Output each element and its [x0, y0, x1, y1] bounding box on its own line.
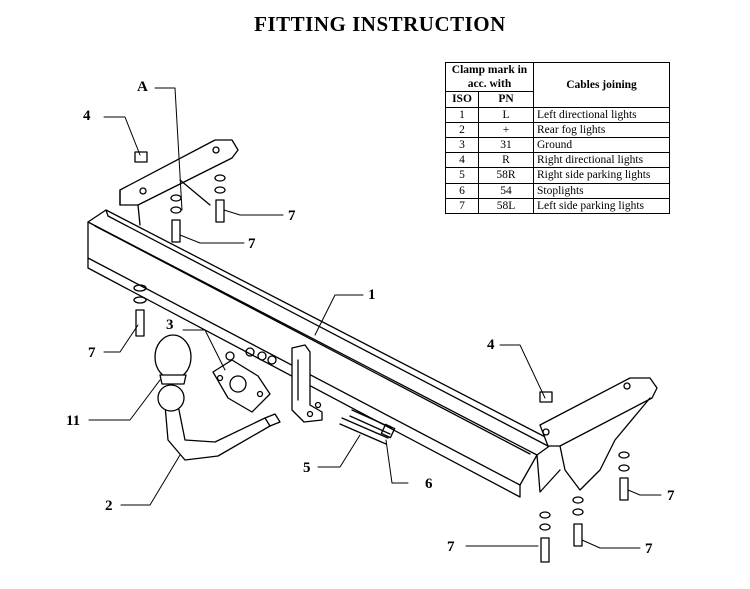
callout-7: 7: [447, 539, 455, 555]
ball-cover: [154, 334, 192, 385]
socket-nuts: [225, 347, 277, 365]
callout-6: 6: [425, 476, 433, 492]
callout-4-left: 4: [83, 108, 91, 124]
right-mounting-bracket: [536, 377, 658, 493]
callout-7: 7: [288, 208, 296, 224]
left-bolt-stacks: [133, 151, 226, 337]
callout-3: 3: [166, 317, 174, 333]
clamp-mark-header: Clamp mark in acc. with: [445, 61, 534, 93]
callout-5: 5: [303, 460, 311, 476]
socket-plate: [212, 359, 271, 413]
pn-cell: 58R: [478, 167, 534, 184]
callout-7: 7: [645, 541, 653, 557]
left-mounting-bracket: [119, 139, 239, 226]
pn-cell: 58L: [478, 197, 534, 215]
cables-joining-table: Clamp mark in acc. with Cables joining I…: [445, 61, 670, 215]
callout-11: 11: [66, 413, 80, 429]
cable-cell: Stoplights: [533, 182, 670, 199]
table-row: 7 58L Left side parking lights: [445, 197, 670, 215]
cable-cell: Ground: [533, 137, 670, 154]
table-row: 5 58R Right side parking lights: [445, 167, 670, 184]
right-bolt-stacks: [539, 391, 630, 563]
cable-cell: Left directional lights: [533, 106, 670, 123]
callout-7: 7: [248, 236, 256, 252]
table-row: 6 54 Stoplights: [445, 182, 670, 199]
callout-4-right: 4: [487, 337, 495, 353]
cable-cell: Right side parking lights: [533, 167, 670, 184]
cable-cell: Right directional lights: [533, 152, 670, 169]
table-row: 1 L Left directional lights: [445, 106, 670, 123]
iso-header: ISO: [445, 91, 479, 108]
leader-lines: [88, 87, 662, 549]
callout-7: 7: [88, 345, 96, 361]
cable-cell: Left side parking lights: [533, 197, 670, 215]
page-title: FITTING INSTRUCTION: [254, 12, 506, 36]
centre-plate: [291, 344, 323, 423]
pn-header: PN: [478, 91, 534, 108]
pn-cell: L: [478, 106, 534, 123]
cables-joining-header: Cables joining: [533, 62, 670, 108]
table-row: 3 31 Ground: [445, 137, 670, 154]
table-row: 2 + Rear fog lights: [445, 121, 670, 139]
centre-bolts: [339, 409, 396, 445]
callout-a: A: [137, 79, 148, 95]
table-row: 4 R Right directional lights: [445, 152, 670, 169]
cable-cell: Rear fog lights: [533, 121, 670, 139]
tow-ball-neck: [157, 384, 281, 461]
callout-1: 1: [368, 287, 376, 303]
callout-7: 7: [667, 488, 675, 504]
callout-2: 2: [105, 498, 113, 514]
iso-cell: 5: [445, 167, 479, 184]
